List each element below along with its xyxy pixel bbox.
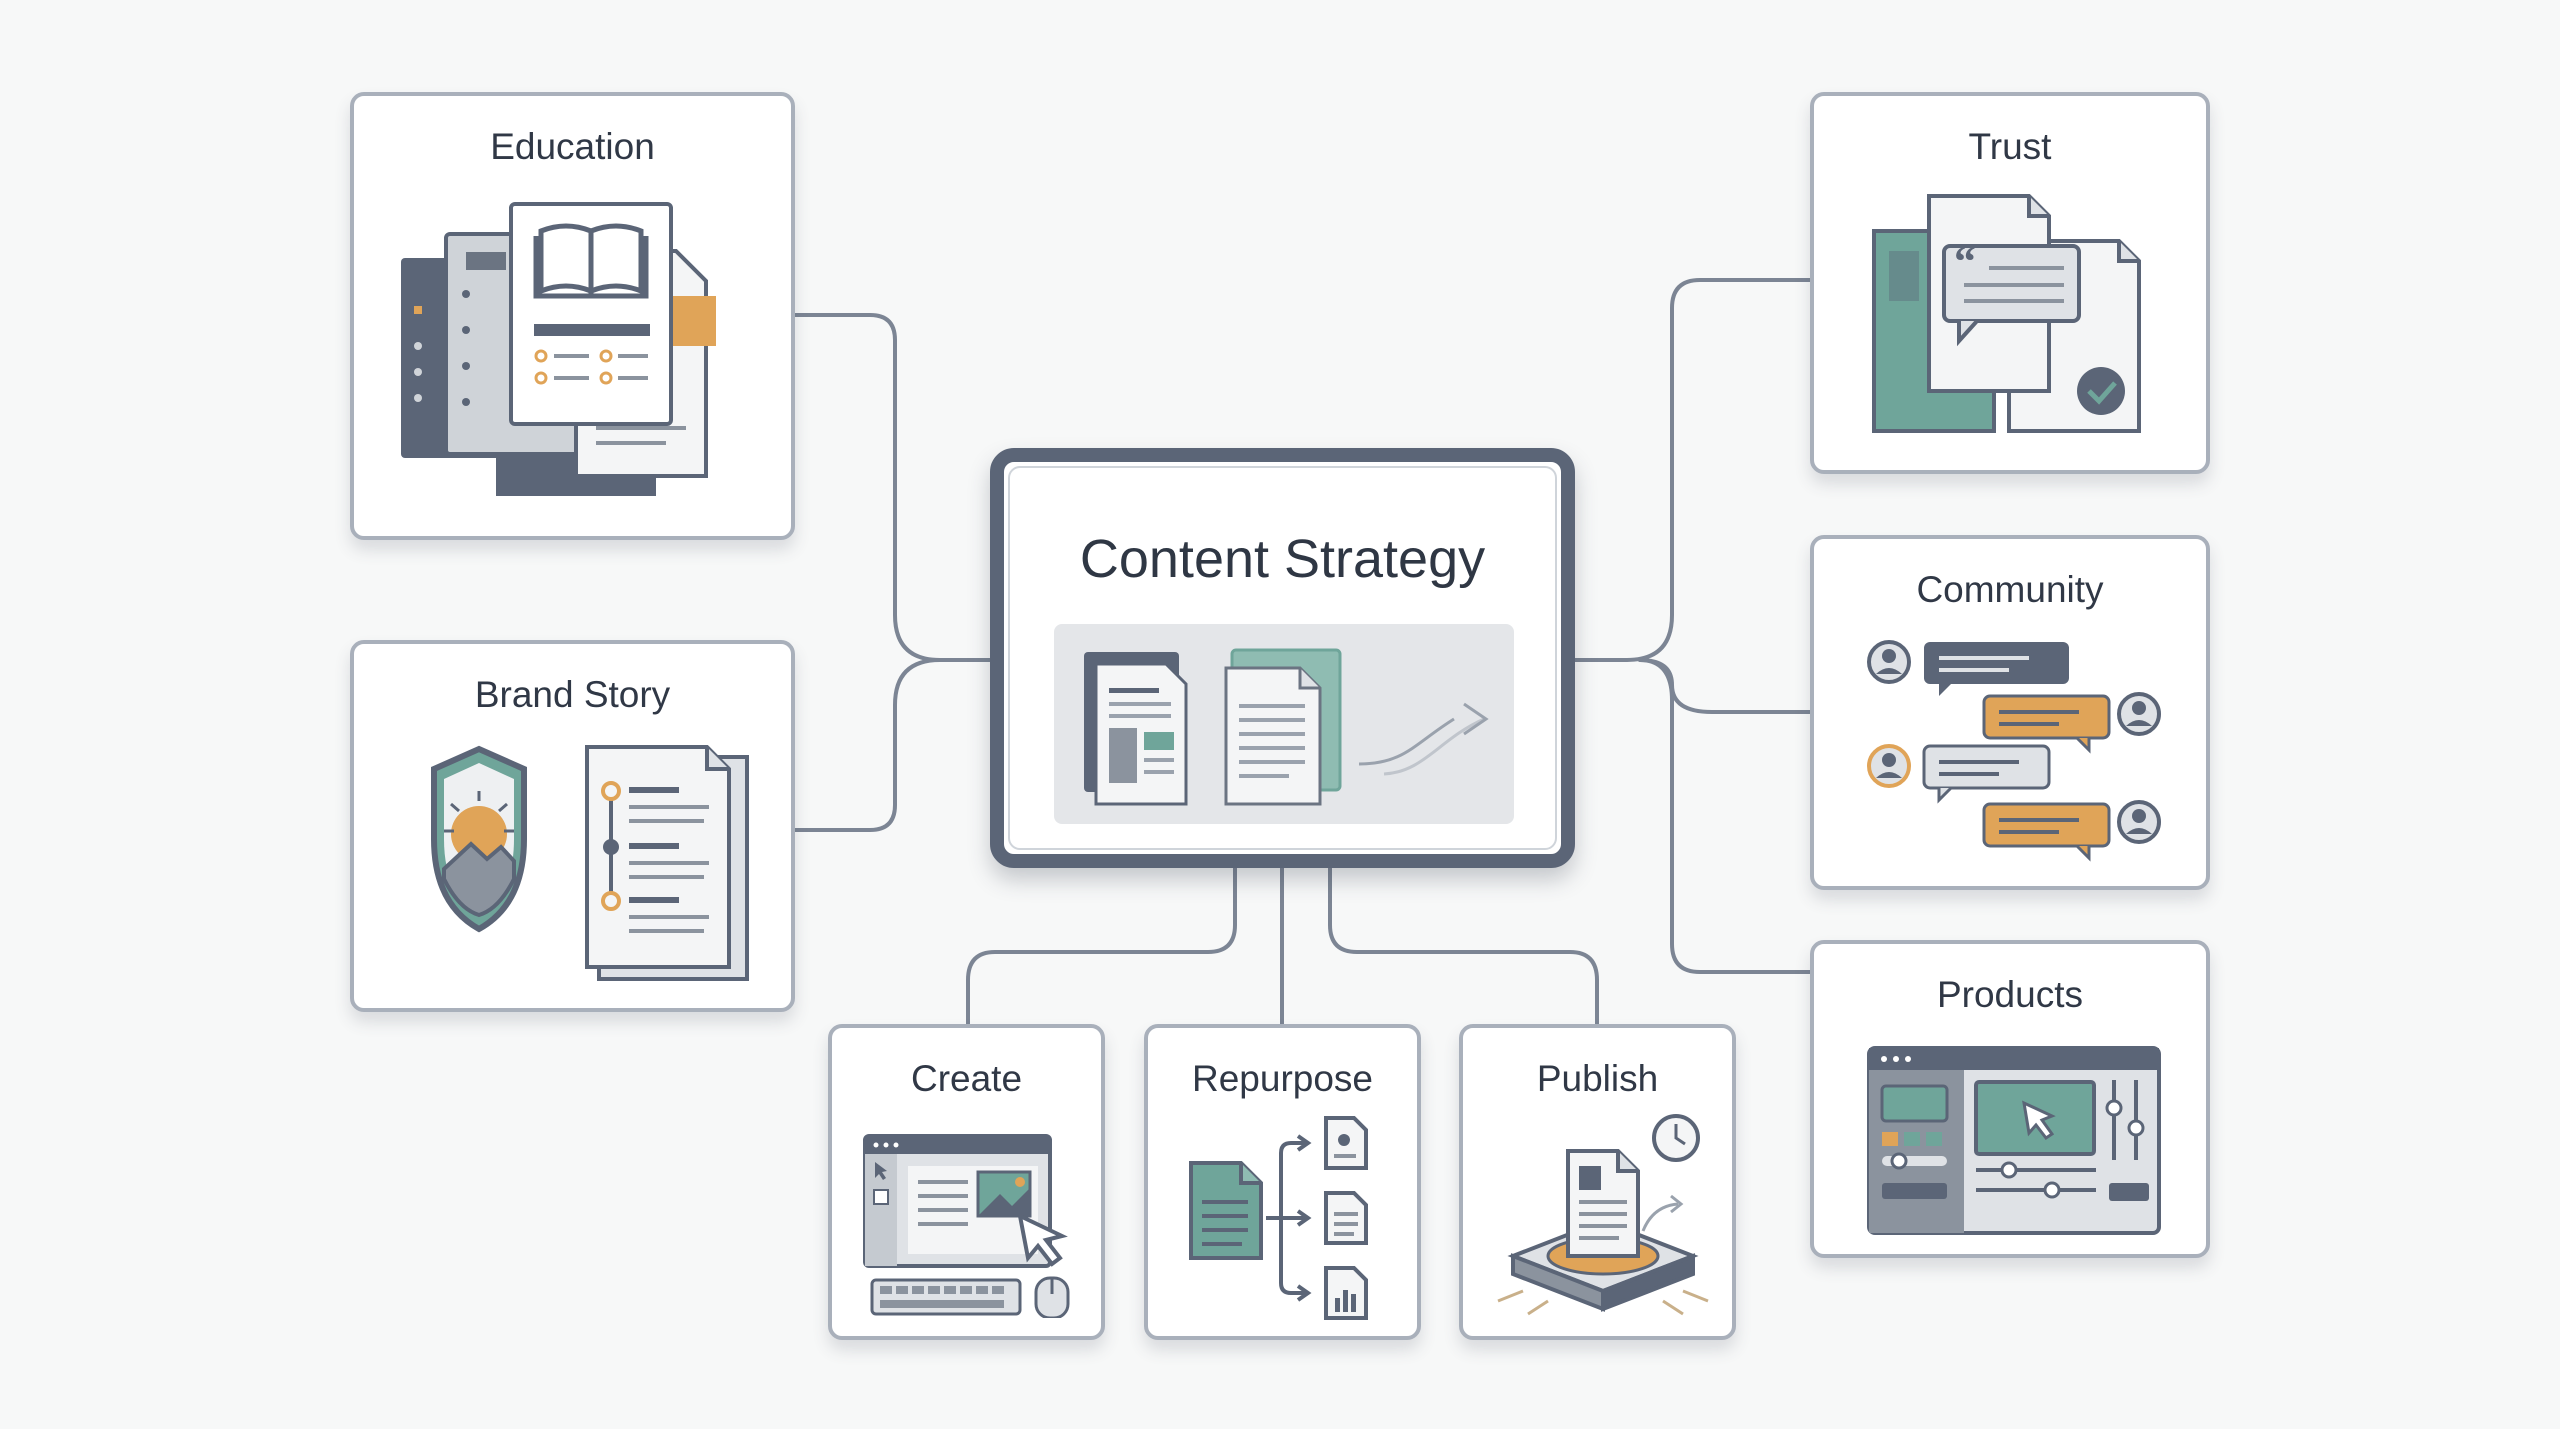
node-publish-label: Publish	[1536, 1058, 1659, 1099]
node-repurpose-label: Repurpose	[1191, 1058, 1373, 1099]
platform-clock-icon	[1497, 1114, 1709, 1316]
node-education: Education	[350, 92, 795, 540]
node-create-label: Create	[910, 1058, 1023, 1099]
chat-people-icon	[1867, 640, 2161, 862]
documents-arrow-icon	[1084, 648, 1489, 806]
node-publish: Publish	[1459, 1024, 1736, 1340]
content-strategy-hub: Content Strategy	[990, 448, 1575, 868]
node-create: Create	[828, 1024, 1105, 1340]
connector-community	[1638, 658, 1812, 714]
node-community-label: Community	[1916, 569, 2104, 610]
connector-education	[793, 313, 992, 662]
connector-brand-story	[793, 658, 942, 832]
node-trust: Trust “	[1810, 92, 2210, 474]
shield-timeline-icon	[431, 745, 749, 981]
node-brand-story-label: Brand Story	[474, 674, 671, 715]
dashboard-cursor-icon	[1867, 1046, 2161, 1235]
document-branch-icon	[1189, 1116, 1368, 1320]
svg-text:“: “	[1954, 237, 1976, 286]
hub-inner-frame	[1008, 466, 1557, 850]
connector-products	[1638, 658, 1812, 974]
hub-title: Content Strategy	[1079, 529, 1486, 589]
documents-book-icon	[401, 202, 716, 496]
node-repurpose: Repurpose	[1144, 1024, 1421, 1340]
editor-keyboard-icon	[863, 1134, 1070, 1318]
node-brand-story: Brand Story	[350, 640, 795, 1012]
node-trust-label: Trust	[1968, 126, 2052, 167]
connector-publish	[1328, 866, 1599, 1028]
connector-trust	[1573, 278, 1812, 662]
quote-verified-icon: “	[1872, 194, 2141, 433]
connector-create	[966, 866, 1237, 1028]
node-products: Products	[1810, 940, 2210, 1258]
node-products-label: Products	[1936, 974, 2083, 1015]
node-community: Community	[1810, 535, 2210, 890]
node-education-label: Education	[490, 126, 655, 167]
hub-illustration-panel	[1054, 624, 1514, 824]
